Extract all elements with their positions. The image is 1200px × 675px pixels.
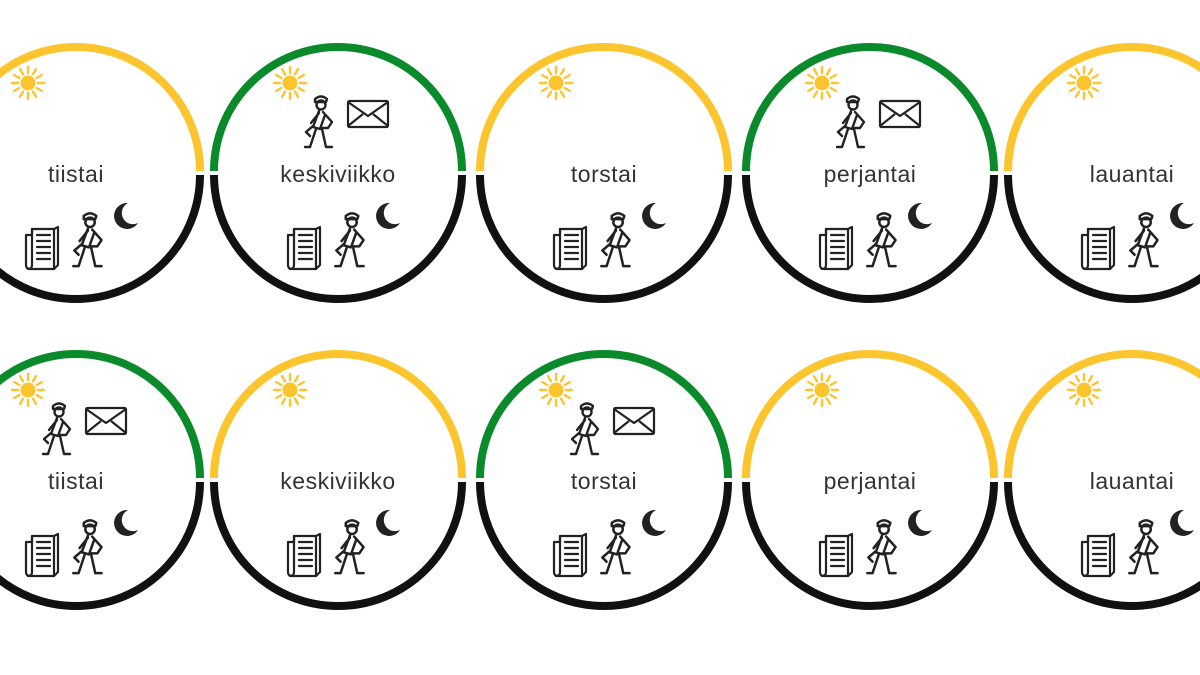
day-ring (210, 43, 466, 303)
evening-arc (476, 174, 732, 303)
sun-icon (1066, 372, 1102, 408)
sun-icon (538, 372, 574, 408)
newspaper-icon (24, 225, 60, 271)
morning-arc (0, 43, 204, 172)
morning-arc (210, 43, 466, 172)
day-ring (1004, 43, 1200, 303)
evening-arc (0, 174, 204, 303)
paper-carrier-icon (72, 519, 103, 575)
newspaper-icon (1080, 532, 1116, 578)
evening-arc (1004, 174, 1200, 303)
morning-arc (742, 43, 998, 172)
day-circle: tiistai (0, 350, 206, 610)
moon-icon (908, 202, 932, 229)
envelope-icon (346, 99, 390, 129)
sun-icon (272, 372, 308, 408)
day-label: tiistai (48, 468, 104, 494)
day-ring (742, 43, 998, 303)
paper-carrier-icon (1128, 212, 1159, 268)
evening-arc (210, 481, 466, 610)
day-ring (476, 43, 732, 303)
paper-carrier-icon (600, 212, 631, 268)
evening-arc (210, 174, 466, 303)
day-label: tiistai (48, 161, 104, 187)
moon-icon (642, 509, 666, 536)
evening-arc (0, 481, 204, 610)
paper-carrier-icon (866, 519, 897, 575)
newspaper-icon (24, 532, 60, 578)
day-label: keskiviikko (280, 468, 396, 494)
day-label: lauantai (1089, 161, 1175, 187)
day-label: perjantai (823, 161, 917, 187)
paper-carrier-icon (334, 519, 365, 575)
sun-icon (804, 372, 840, 408)
moon-icon (114, 509, 138, 536)
newspaper-icon (818, 225, 854, 271)
morning-arc (0, 350, 204, 479)
mail-carrier-icon (569, 402, 600, 456)
day-ring (210, 350, 466, 610)
day-circle: keskiviikko (208, 43, 468, 303)
day-ring (742, 350, 998, 610)
paper-carrier-icon (1128, 519, 1159, 575)
moon-icon (1170, 509, 1194, 536)
day-circle: perjantai (740, 43, 1000, 303)
newspaper-icon (552, 225, 588, 271)
moon-icon (1170, 202, 1194, 229)
morning-arc (742, 350, 998, 479)
moon-icon (376, 509, 400, 536)
day-circle: keskiviikko (208, 350, 468, 610)
morning-arc (476, 350, 732, 479)
morning-arc (1004, 43, 1200, 172)
day-label: torstai (570, 161, 638, 187)
day-circle: lauantai (1002, 350, 1200, 610)
newspaper-icon (552, 532, 588, 578)
morning-arc (210, 350, 466, 479)
day-label: perjantai (823, 468, 917, 494)
sun-icon (1066, 65, 1102, 101)
day-circle: torstai (474, 43, 734, 303)
evening-arc (742, 481, 998, 610)
day-ring (0, 43, 204, 303)
evening-arc (742, 174, 998, 303)
sun-icon (538, 65, 574, 101)
morning-arc (476, 43, 732, 172)
paper-carrier-icon (866, 212, 897, 268)
mail-carrier-icon (303, 95, 334, 149)
newspaper-icon (286, 532, 322, 578)
paper-carrier-icon (334, 212, 365, 268)
evening-arc (1004, 481, 1200, 610)
newspaper-icon (818, 532, 854, 578)
sun-icon (10, 65, 46, 101)
day-circle: tiistai (0, 43, 206, 303)
moon-icon (642, 202, 666, 229)
evening-arc (476, 481, 732, 610)
morning-arc (1004, 350, 1200, 479)
envelope-icon (878, 99, 922, 129)
day-circle: torstai (474, 350, 734, 610)
day-circle: perjantai (740, 350, 1000, 610)
sun-icon (272, 65, 308, 101)
envelope-icon (84, 406, 128, 436)
moon-icon (376, 202, 400, 229)
mail-carrier-icon (41, 402, 72, 456)
day-label: torstai (570, 468, 638, 494)
paper-carrier-icon (72, 212, 103, 268)
paper-carrier-icon (600, 519, 631, 575)
mail-carrier-icon (835, 95, 866, 149)
envelope-icon (612, 406, 656, 436)
moon-icon (114, 202, 138, 229)
day-ring (0, 350, 204, 610)
sun-icon (804, 65, 840, 101)
moon-icon (908, 509, 932, 536)
day-ring (476, 350, 732, 610)
newspaper-icon (286, 225, 322, 271)
day-ring (1004, 350, 1200, 610)
day-circle: lauantai (1002, 43, 1200, 303)
sun-icon (10, 372, 46, 408)
day-label: lauantai (1089, 468, 1175, 494)
day-label: keskiviikko (280, 161, 396, 187)
newspaper-icon (1080, 225, 1116, 271)
